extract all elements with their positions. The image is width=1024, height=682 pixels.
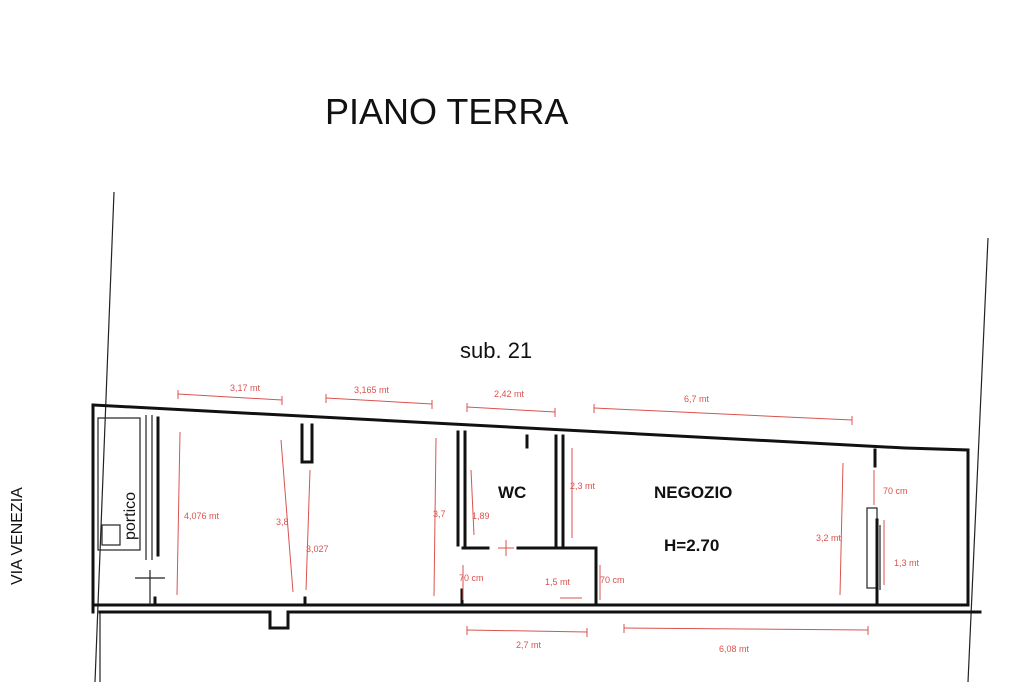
boundary-lines xyxy=(94,191,989,682)
dim-bottom-1: 2,7 mt xyxy=(516,640,542,650)
exterior-walls xyxy=(91,403,982,630)
dim-door-70-left: 70 cm xyxy=(459,573,484,583)
dim-bottom-2: 6,08 mt xyxy=(719,644,750,654)
dim-top-3: 2,42 mt xyxy=(494,389,525,399)
dim-38: 3,8 xyxy=(276,517,289,527)
dimension-lines xyxy=(176,390,885,637)
dim-37: 3,7 xyxy=(433,509,446,519)
interior-walls xyxy=(153,423,881,607)
dim-13: 1,3 mt xyxy=(894,558,920,568)
dim-3027: 3,027 xyxy=(306,544,329,554)
dim-top-2: 3,165 mt xyxy=(354,385,390,395)
dim-door-15: 1,5 mt xyxy=(545,577,571,587)
street-label: VIA VENEZIA xyxy=(9,487,26,585)
dim-189: 1,89 xyxy=(472,511,490,521)
dim-4076: 4,076 mt xyxy=(184,511,220,521)
plan-title: PIANO TERRA xyxy=(325,91,568,132)
dimension-labels: 3,17 mt 3,165 mt 2,42 mt 6,7 mt 4,076 mt… xyxy=(184,383,920,654)
wc-label: WC xyxy=(498,483,526,502)
dim-23: 2,3 mt xyxy=(570,481,596,491)
portico-label: portico xyxy=(122,492,139,540)
shop-label: NEGOZIO xyxy=(654,483,732,502)
subunit-label: sub. 21 xyxy=(460,338,532,363)
dim-top-4: 6,7 mt xyxy=(684,394,710,404)
dim-32: 3,2 mt xyxy=(816,533,842,543)
dim-top-1: 3,17 mt xyxy=(230,383,261,393)
dim-door-70-mid: 70 cm xyxy=(600,575,625,585)
height-label: H=2.70 xyxy=(664,536,719,555)
dim-70-right: 70 cm xyxy=(883,486,908,496)
portico-structure xyxy=(97,415,165,605)
